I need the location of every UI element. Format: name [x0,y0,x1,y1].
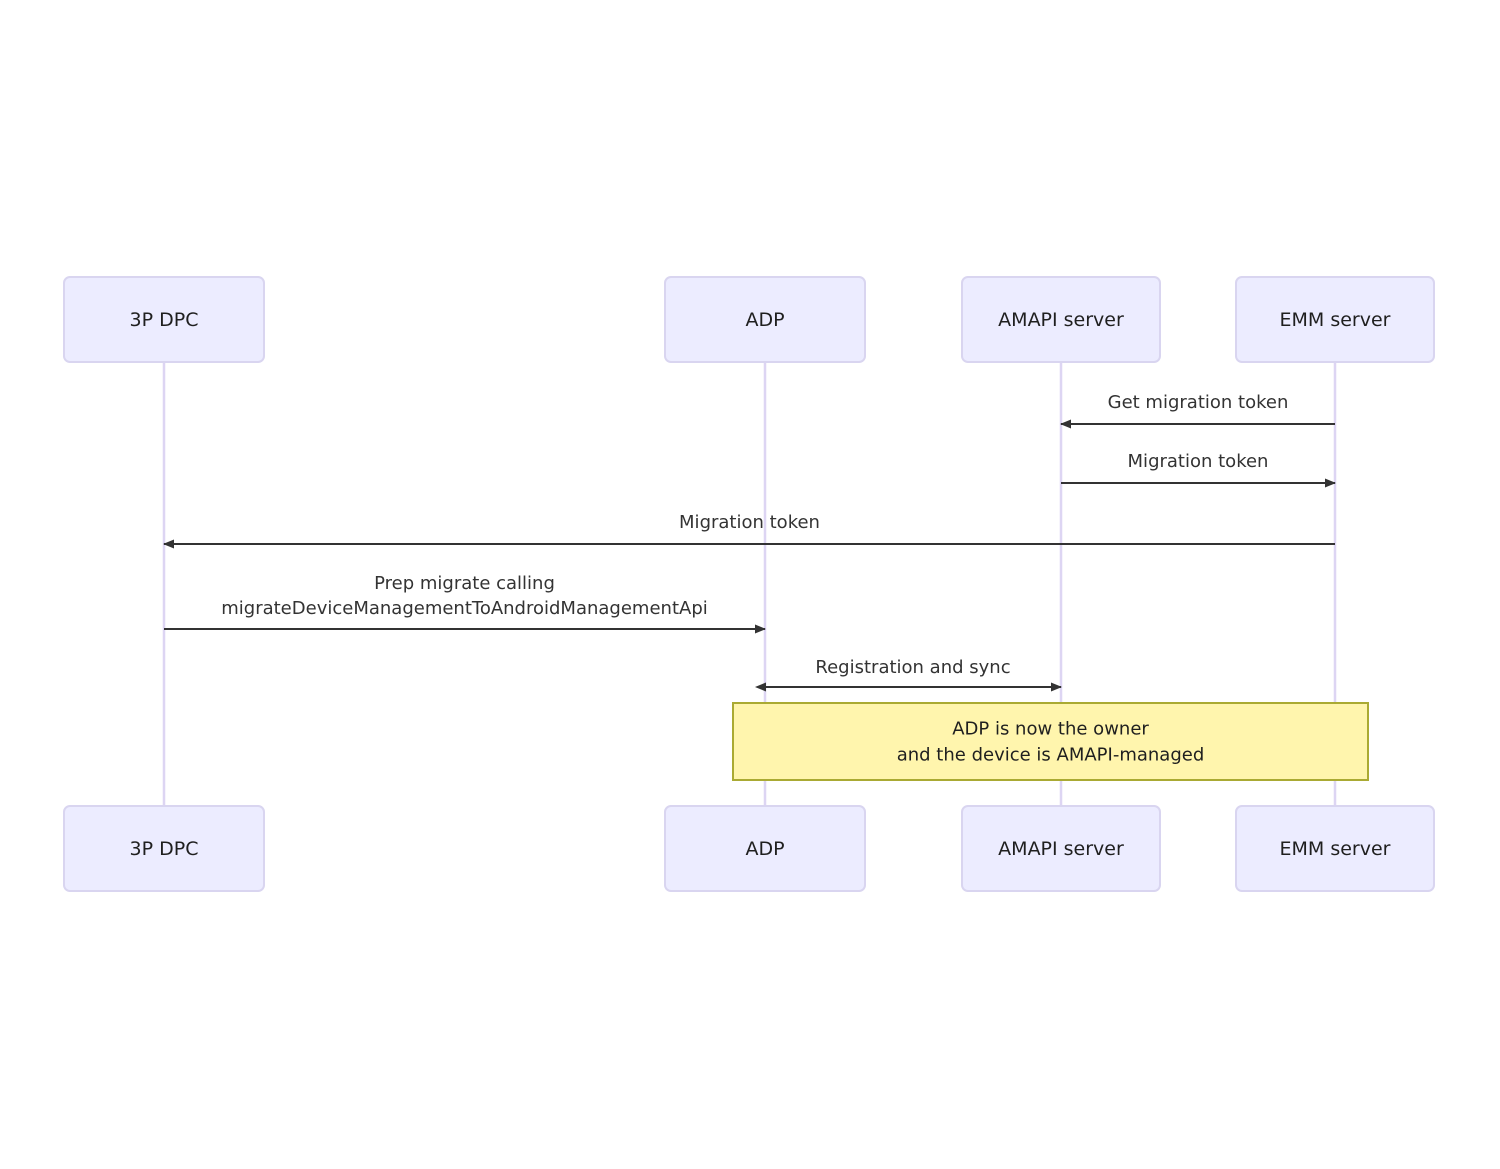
participant-dpc-bottom[interactable]: 3P DPC [63,805,265,892]
participant-label-amapi-top: AMAPI server [998,309,1124,331]
participant-label-adp-top: ADP [745,309,784,331]
participant-box-emm-top[interactable] [1235,276,1435,363]
participant-dpc-top[interactable]: 3P DPC [63,276,265,363]
note-box-n1 [732,702,1369,781]
participant-adp-top[interactable]: ADP [664,276,866,363]
message-label-m3: Migration token [679,512,820,533]
notes-group: ADP is now the owner and the device is AM… [732,702,1369,781]
participant-adp-bottom[interactable]: ADP [664,805,866,892]
message-m5: Registration and sync [755,657,1062,692]
participant-box-emm-bottom[interactable] [1235,805,1435,892]
message-m2: Migration token [1061,451,1336,488]
message-m1: Get migration token [1060,392,1335,429]
participant-label-dpc-bottom: 3P DPC [130,838,199,860]
participant-box-adp-bottom[interactable] [664,805,866,892]
message-label-m2: Migration token [1128,451,1269,472]
participant-label-amapi-bottom: AMAPI server [998,838,1124,860]
message-label-m4: Prep migrate calling [374,573,555,594]
message-m4: Prep migrate calling migrateDeviceManagem… [164,573,766,634]
message-label-m5: Registration and sync [815,657,1010,678]
participant-box-dpc-top[interactable] [63,276,265,363]
participant-box-amapi-bottom[interactable] [961,805,1161,892]
participant-emm-bottom[interactable]: EMM server [1235,805,1435,892]
participant-box-amapi-top[interactable] [961,276,1161,363]
participant-box-adp-top[interactable] [664,276,866,363]
note-label-n1: and the device is AMAPI-managed [897,745,1205,766]
participant-label-emm-bottom: EMM server [1280,838,1391,860]
message-m3: Migration token [163,512,1335,549]
participant-label-dpc-top: 3P DPC [130,309,199,331]
message-label-m4: migrateDeviceManagementToAndroidManageme… [221,598,708,619]
participant-label-adp-bottom: ADP [745,838,784,860]
participant-label-emm-top: EMM server [1280,309,1391,331]
participant-emm-top[interactable]: EMM server [1235,276,1435,363]
note-n1: ADP is now the owner and the device is AM… [732,702,1369,781]
participant-amapi-top[interactable]: AMAPI server [961,276,1161,363]
participant-box-dpc-bottom[interactable] [63,805,265,892]
message-label-m1: Get migration token [1108,392,1289,413]
note-label-n1: ADP is now the owner [952,719,1149,740]
participant-amapi-bottom[interactable]: AMAPI server [961,805,1161,892]
